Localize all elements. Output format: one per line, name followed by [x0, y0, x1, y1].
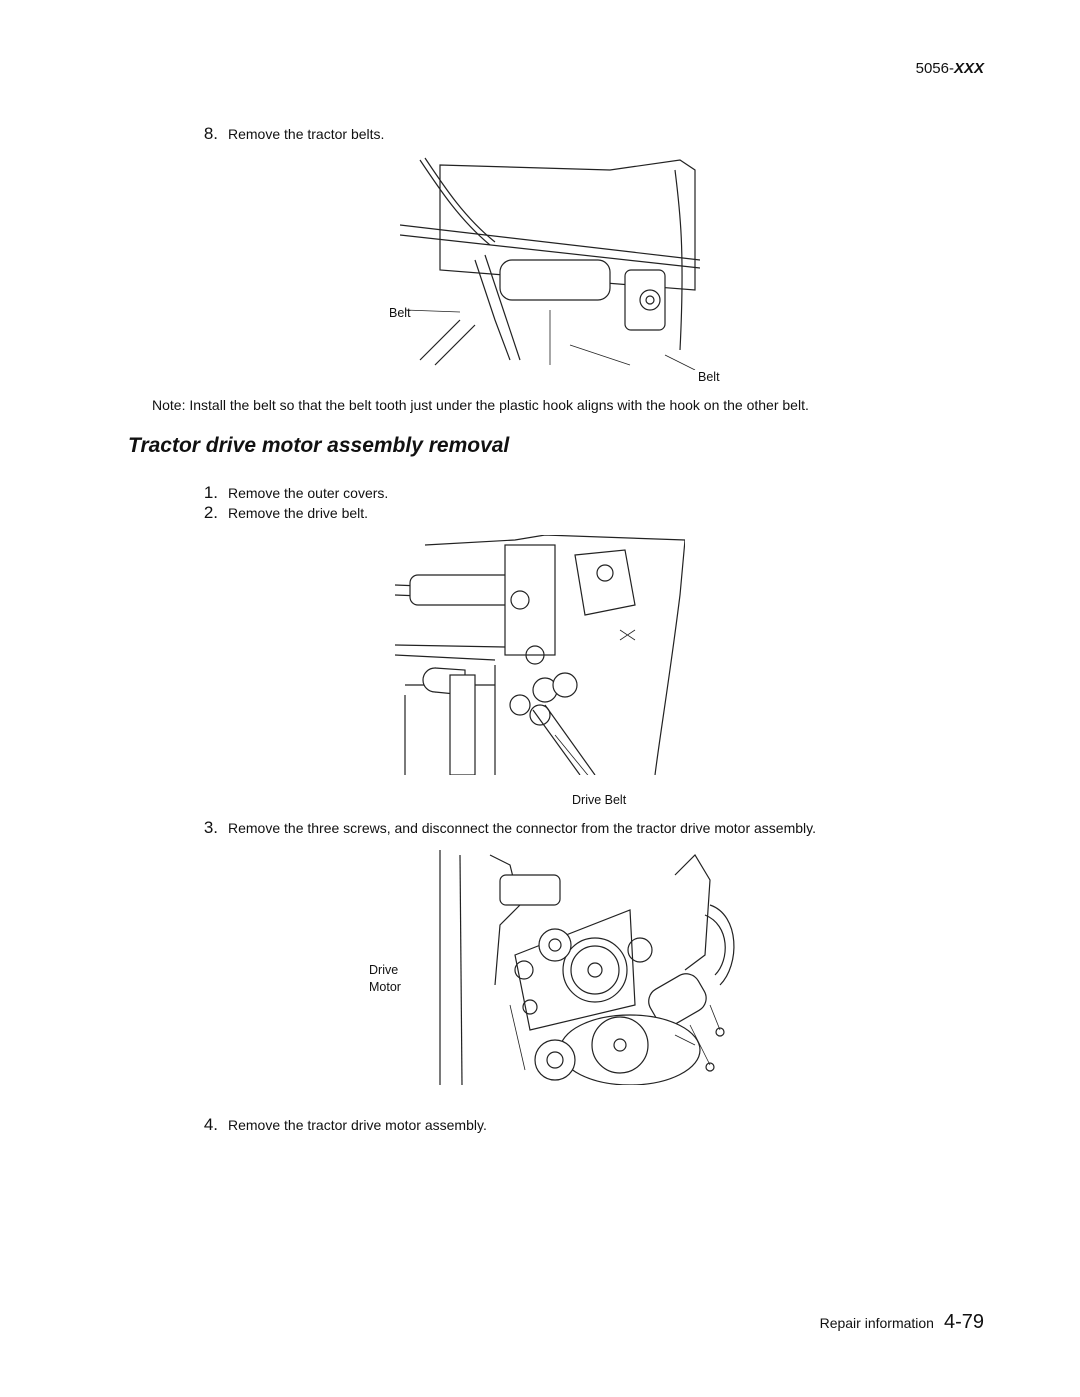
step-text: Remove the tractor drive motor assembly. [228, 1117, 487, 1133]
step-number: 3. [203, 818, 218, 837]
step-text: Remove the tractor belts. [228, 126, 385, 142]
step-8: 8. Remove the tractor belts. [196, 124, 385, 144]
step-2: 2. Remove the drive belt. [196, 503, 368, 523]
model-number: 5056-XXX [915, 60, 984, 77]
belt-callout-right: Belt [698, 370, 720, 384]
footer-label: Repair information [819, 1315, 934, 1331]
installation-note: Note: Install the belt so that the belt … [152, 397, 809, 413]
drive-motor-callout-line2: Motor [369, 980, 401, 994]
step-3: 3. Remove the three screws, and disconne… [196, 818, 816, 838]
step-number: 1. [203, 483, 218, 502]
step-text: Remove the drive belt. [228, 505, 369, 521]
step-text: Remove the outer covers. [228, 485, 389, 501]
drive-belt-callout: Drive Belt [572, 793, 627, 807]
section-title: Tractor drive motor assembly removal [128, 434, 510, 457]
illustration-drive-belt [395, 535, 685, 775]
page-footer: Repair information 4-79 [820, 1311, 984, 1334]
step-1: 1. Remove the outer covers. [196, 483, 388, 503]
step-4: 4. Remove the tractor drive motor assemb… [196, 1115, 487, 1135]
belt-callout-left: Belt [389, 306, 411, 320]
drive-motor-callout-line1: Drive [369, 963, 399, 977]
illustration-tractor-belts [400, 157, 700, 370]
step-number: 4. [203, 1115, 218, 1134]
step-number: 8. [203, 124, 218, 143]
page-number: 4-79 [943, 1311, 984, 1333]
step-number: 2. [203, 503, 218, 522]
step-text: Remove the three screws, and disconnect … [228, 820, 816, 836]
illustration-drive-motor [439, 850, 735, 1085]
